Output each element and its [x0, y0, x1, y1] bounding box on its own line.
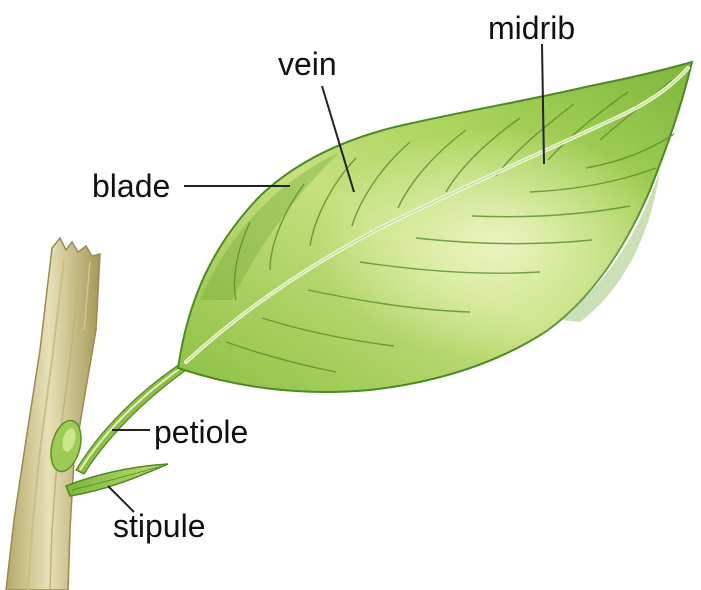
leaf-blade: [178, 62, 692, 392]
midrib-label: midrib: [488, 12, 575, 44]
vein-label: vein: [278, 48, 337, 80]
petiole-label: petiole: [154, 416, 248, 448]
stem: [6, 238, 100, 590]
stipule-label: stipule: [113, 510, 206, 542]
blade-label: blade: [92, 170, 170, 202]
